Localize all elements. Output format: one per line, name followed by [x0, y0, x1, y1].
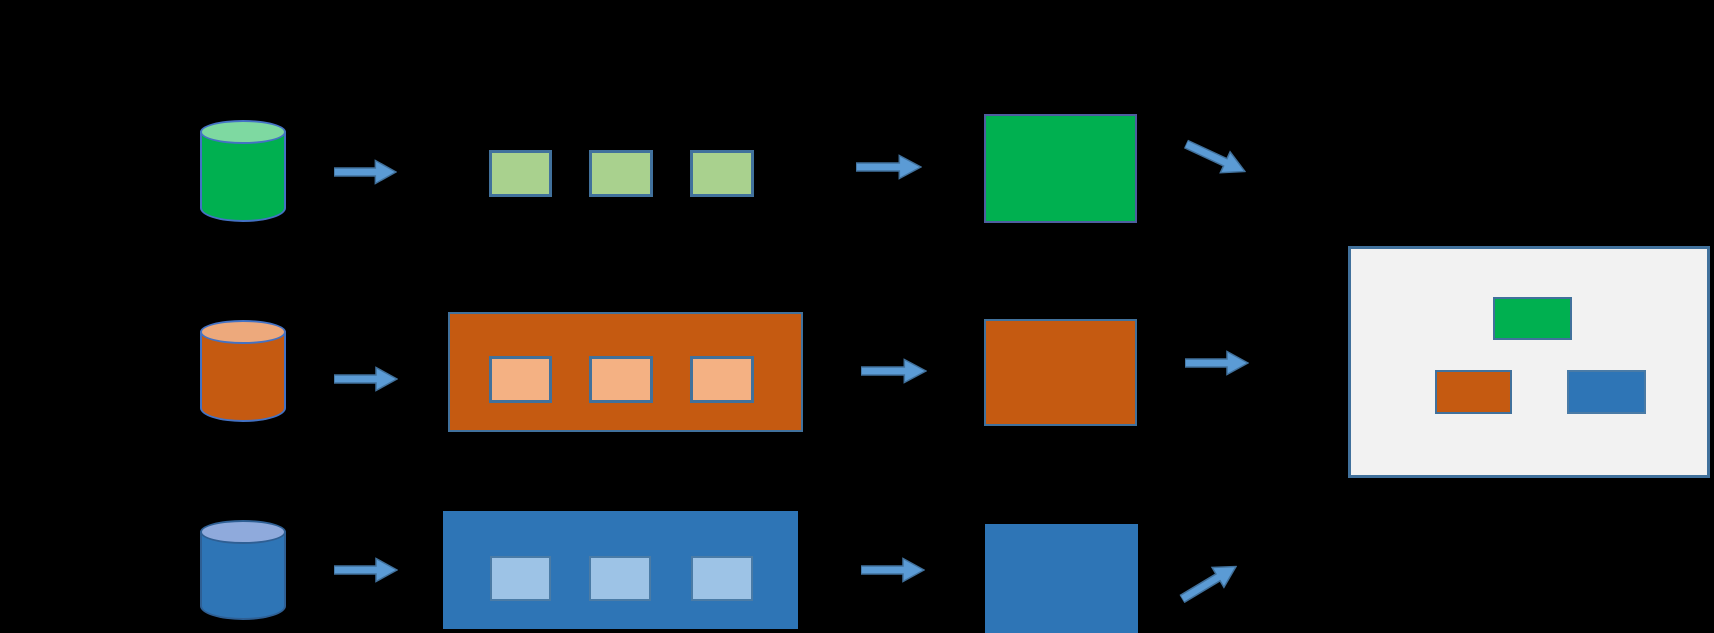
blue-model-box: [985, 524, 1138, 633]
orange-model-box: [984, 319, 1137, 426]
ensemble-panel: [1348, 246, 1710, 478]
blue-source-cylinder: [200, 520, 286, 620]
orange-chunk-3: [690, 356, 754, 403]
orange-chunk-2: [589, 356, 653, 403]
green-source-cylinder: [200, 120, 286, 222]
ensemble-blue-box: [1567, 370, 1646, 414]
ensemble-orange-box: [1435, 370, 1512, 414]
orange-source-cylinder: [200, 320, 286, 422]
green-train-arrow-icon: [856, 154, 922, 180]
orange-extract-arrow-icon: [334, 366, 398, 392]
green-source-cylinder-body: [200, 132, 286, 222]
green-train-arrow-glyph: [856, 154, 922, 180]
orange-chunk-1: [489, 356, 552, 403]
green-chunk-1: [489, 150, 552, 197]
ensemble-green-box: [1493, 297, 1572, 340]
green-chunk-3: [690, 150, 754, 197]
orange-to-ensemble-arrow-icon: [1185, 350, 1249, 376]
blue-chunk-1: [490, 556, 551, 601]
green-to-ensemble-arrow-glyph: [1183, 139, 1247, 174]
blue-extract-arrow-icon: [334, 557, 398, 583]
orange-to-ensemble-arrow-glyph: [1185, 350, 1249, 376]
blue-to-ensemble-arrow-icon: [1175, 555, 1243, 610]
orange-train-arrow-glyph: [861, 358, 927, 384]
green-to-ensemble-arrow-icon: [1181, 132, 1252, 183]
green-chunk-2: [589, 150, 653, 197]
blue-to-ensemble-arrow-glyph: [1178, 565, 1238, 604]
blue-chunk-3: [691, 556, 753, 601]
orange-train-arrow-icon: [861, 358, 927, 384]
blue-source-cylinder-body: [200, 532, 286, 620]
green-source-cylinder-top-ellipse: [200, 120, 286, 144]
green-model-box: [984, 114, 1137, 223]
orange-extract-arrow-glyph: [334, 366, 398, 392]
green-extract-arrow-icon: [334, 159, 397, 185]
blue-source-cylinder-top-ellipse: [200, 520, 286, 544]
blue-train-arrow-glyph: [861, 557, 925, 583]
orange-source-cylinder-body: [200, 332, 286, 422]
green-extract-arrow-glyph: [334, 159, 397, 185]
blue-train-arrow-icon: [861, 557, 925, 583]
blue-extract-arrow-glyph: [334, 557, 398, 583]
blue-chunk-2: [589, 556, 651, 601]
orange-source-cylinder-top-ellipse: [200, 320, 286, 344]
